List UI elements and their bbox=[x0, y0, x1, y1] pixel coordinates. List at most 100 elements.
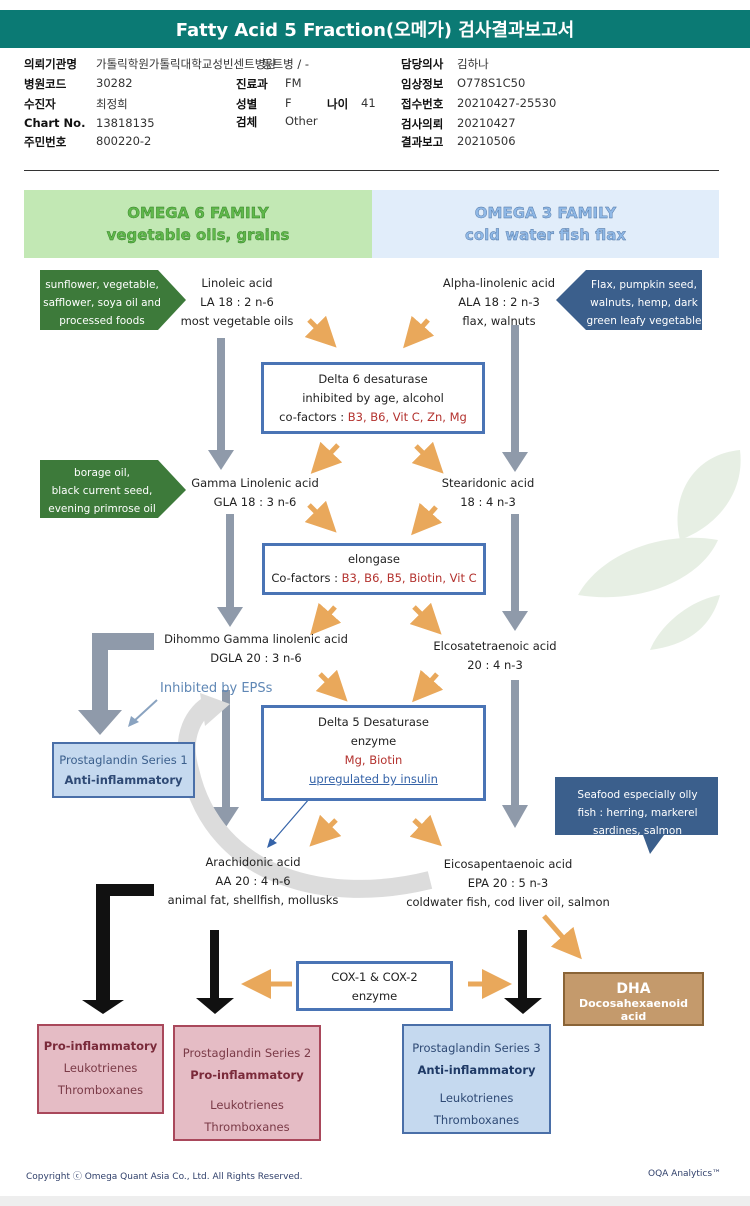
clinical-info-value: O778S1C50 bbox=[457, 76, 526, 90]
omega6-title: OMEGA 6 FAMILY bbox=[127, 204, 269, 222]
outcome-title: Prostaglandin Series 1 bbox=[59, 753, 188, 767]
node-name: Alpha-linolenic acid bbox=[442, 276, 556, 290]
patient-info: 의뢰기관명 가톨릭학원가톨릭대학교성빈센트병원 동트병 / - 병원코드 302… bbox=[24, 56, 750, 156]
delta6-desaturase-box: Delta 6 desaturase inhibited by age, alc… bbox=[261, 362, 485, 434]
node-formula: 20 : 4 n-3 bbox=[467, 658, 523, 672]
stearidonic-acid-node: Stearidonic acid 18 : 4 n-3 bbox=[428, 474, 548, 512]
node-formula: LA 18 : 2 n-6 bbox=[200, 295, 274, 309]
leaf-decoration bbox=[578, 450, 741, 650]
patient-value: 최정희 bbox=[96, 97, 128, 111]
outcome-mediator: Thromboxanes bbox=[57, 1083, 144, 1097]
chart-no-label: Chart No. bbox=[24, 116, 86, 130]
dha-box: DHA Docosahexaenoid acid bbox=[563, 972, 704, 1026]
eicosatetraenoic-acid-node: Elcosatetraenoic acid 20 : 4 n-3 bbox=[420, 637, 570, 675]
hospital-extra: 동트병 / - bbox=[262, 57, 310, 71]
alpha-linolenic-acid-node: Alpha-linolenic acid ALA 18 : 2 n-3 flax… bbox=[429, 274, 569, 331]
node-formula: EPA 20 : 5 n-3 bbox=[467, 876, 549, 890]
node-name: Stearidonic acid bbox=[441, 476, 535, 490]
copyright-text: Copyright ⓒ Omega Quant Asia Co., Ltd. A… bbox=[26, 1172, 303, 1182]
header-divider bbox=[24, 170, 719, 171]
outcome-mediator: Leukotrienes bbox=[439, 1091, 514, 1105]
black-arrows bbox=[82, 884, 542, 1014]
node-source: animal fat, shellfish, mollusks bbox=[167, 893, 339, 907]
la-source-line: processed foods bbox=[59, 315, 145, 327]
la-source-line: sunflower, vegetable, bbox=[45, 279, 159, 291]
omega3-subtitle: cold water fish flax bbox=[464, 226, 627, 244]
enzyme-type: enzyme bbox=[350, 734, 397, 748]
prostaglandin-series1-box: Prostaglandin Series 1 Anti-inflammatory bbox=[52, 742, 195, 798]
report-date-value: 20210506 bbox=[457, 134, 516, 148]
cofactor-list: Mg, Biotin bbox=[344, 753, 403, 767]
node-name: Elcosatetraenoic acid bbox=[433, 639, 557, 653]
node-formula: ALA 18 : 2 n-3 bbox=[458, 295, 540, 309]
gla-source-line: black current seed, bbox=[51, 485, 153, 497]
report-title: Fatty Acid 5 Fraction(오메가) 검사결과보고서 bbox=[0, 10, 750, 48]
enzyme-cofactors: Co-factors : B3, B6, B5, Biotin, Vit C bbox=[265, 569, 483, 588]
outcome-effect: Pro-inflammatory bbox=[43, 1039, 158, 1053]
department-label: 진료과 bbox=[236, 77, 268, 91]
omega3-family-header: OMEGA 3 FAMILY cold water fish flax bbox=[372, 190, 719, 258]
enzyme-inhibitors: inhibited by age, alcohol bbox=[302, 391, 444, 405]
epa-source-line: sardines, salmon bbox=[592, 825, 682, 837]
orange-arrows bbox=[241, 315, 582, 999]
outcome-mediator: Thromboxanes bbox=[204, 1120, 290, 1134]
enzyme-cofactors: co-factors : B3, B6, Vit C, Zn, Mg bbox=[264, 408, 482, 427]
resident-no-label: 주민번호 bbox=[24, 135, 67, 149]
request-date-value: 20210427 bbox=[457, 116, 516, 130]
cofactor-label: Co-factors : bbox=[271, 571, 342, 585]
insulin-note: upregulated by insulin bbox=[309, 772, 438, 786]
node-name: Eicosapentaenoic acid bbox=[443, 857, 573, 871]
node-formula: AA 20 : 4 n-6 bbox=[215, 874, 291, 888]
enzyme-type: enzyme bbox=[351, 989, 398, 1003]
outcome-title: Prostaglandin Series 2 bbox=[182, 1046, 312, 1060]
cofactor-label: co-factors : bbox=[279, 410, 348, 424]
node-name: Arachidonic acid bbox=[205, 855, 301, 869]
gla-source-arrow bbox=[40, 460, 186, 518]
enzyme-name: COX-1 & COX-2 bbox=[331, 970, 418, 984]
report-date-label: 결과보고 bbox=[401, 135, 444, 149]
pro-inflammatory-box: Pro-inflammatory Leukotrienes Thromboxan… bbox=[37, 1024, 164, 1114]
eicosapentaenoic-acid-node: Eicosapentaenoic acid EPA 20 : 5 n-3 col… bbox=[398, 855, 618, 912]
cox-enzyme-box: COX-1 & COX-2 enzyme bbox=[296, 961, 453, 1011]
elongase-box: elongase Co-factors : B3, B6, B5, Biotin… bbox=[262, 543, 486, 595]
resident-no-value: 800220-2 bbox=[96, 134, 152, 148]
enzyme-name: Delta 6 desaturase bbox=[318, 372, 428, 386]
enzyme-name: elongase bbox=[347, 552, 400, 566]
epa-source-line: Seafood especially olly bbox=[577, 789, 698, 801]
hospital-code-label: 병원코드 bbox=[24, 77, 67, 91]
la-source-arrow bbox=[40, 270, 186, 330]
omega3-title: OMEGA 3 FAMILY bbox=[474, 204, 617, 222]
outcome-mediator: Leukotrienes bbox=[210, 1098, 284, 1112]
gla-sources: borage oil, black current seed, evening … bbox=[40, 464, 164, 518]
age-value: 41 bbox=[361, 96, 376, 110]
node-name: Gamma Linolenic acid bbox=[191, 476, 319, 490]
sex-value: F bbox=[285, 96, 292, 110]
node-name: Dihommo Gamma linolenic acid bbox=[164, 632, 348, 646]
reception-no-label: 접수번호 bbox=[401, 97, 444, 111]
ala-sources: Flax, pumpkin seed, walnuts, hemp, dark … bbox=[582, 276, 706, 330]
enzyme-name: Delta 5 Desaturase bbox=[318, 715, 429, 729]
outcome-effect: Pro-inflammatory bbox=[190, 1068, 304, 1082]
prostaglandin-series3-box: Prostaglandin Series 3 Anti-inflammatory… bbox=[402, 1024, 551, 1134]
pg1-elbow-arrow bbox=[78, 633, 154, 735]
epa-sources: Seafood especially olly fish : herring, … bbox=[557, 786, 718, 840]
ala-source-line: green leafy vegetable bbox=[586, 315, 702, 327]
cofactor-list: B3, B6, Vit C, Zn, Mg bbox=[347, 410, 467, 424]
hospital-code-value: 30282 bbox=[96, 76, 133, 90]
gla-source-line: borage oil, bbox=[74, 467, 130, 479]
gamma-linolenic-acid-node: Gamma Linolenic acid GLA 18 : 3 n-6 bbox=[180, 474, 330, 512]
age-label: 나이 bbox=[327, 97, 349, 111]
prostaglandin-series2-box: Prostaglandin Series 2 Pro-inflammatory … bbox=[173, 1025, 321, 1141]
la-sources: sunflower, vegetable, safflower, soya oi… bbox=[40, 276, 164, 330]
ala-source-line: Flax, pumpkin seed, bbox=[591, 279, 697, 291]
gla-source-line: evening primrose oil bbox=[48, 503, 156, 515]
specimen-label: 검체 bbox=[236, 115, 258, 129]
dgla-node: Dihommo Gamma linolenic acid DGLA 20 : 3… bbox=[156, 630, 356, 668]
node-formula: GLA 18 : 3 n-6 bbox=[213, 495, 297, 509]
node-name: Linoleic acid bbox=[201, 276, 273, 290]
outcome-mediator: Thromboxanes bbox=[433, 1113, 520, 1127]
inhibited-by-label: Inhibited by EPSs bbox=[160, 681, 273, 696]
outcome-effect: Anti-inflammatory bbox=[64, 773, 183, 787]
cofactor-list: B3, B6, B5, Biotin, Vit C bbox=[341, 571, 477, 585]
epa-source-line: fish : herring, markerel bbox=[577, 807, 698, 819]
